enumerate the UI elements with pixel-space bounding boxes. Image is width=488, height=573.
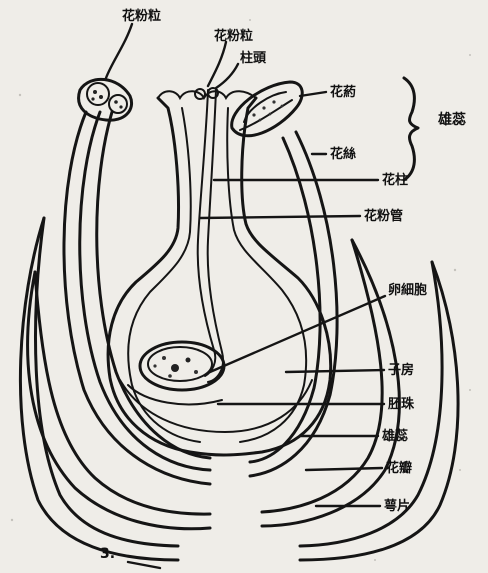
label-egg-cell: 卵細胞 [388, 282, 427, 298]
label-stamen: 雄蕊 [437, 111, 466, 128]
label-sepal: 萼片 [384, 498, 410, 514]
pollen-tube [198, 90, 223, 382]
label-style: 花柱 [382, 172, 408, 188]
label-ovary: 子房 [388, 362, 414, 378]
label-petal: 花瓣 [386, 460, 412, 476]
anther-right [232, 82, 303, 136]
label-anther: 花葯 [330, 84, 356, 100]
label-stigma: 柱頭 [240, 50, 267, 66]
label-filament: 花絲 [330, 146, 356, 162]
stamen-right [250, 132, 337, 476]
label-pollen-grain-left: 花粉粒 [122, 8, 161, 24]
label-ovule: 胚珠 [388, 396, 415, 412]
label-stamen-lower: 雄蕊 [381, 428, 408, 444]
petal-left [28, 272, 210, 529]
stamen-brace [404, 78, 418, 180]
figure-number: 3. [100, 546, 115, 562]
label-pollen-grain-top: 花粉粒 [214, 28, 253, 44]
anther-left [79, 79, 132, 120]
label-pollen-tube: 花粉管 [364, 208, 403, 224]
